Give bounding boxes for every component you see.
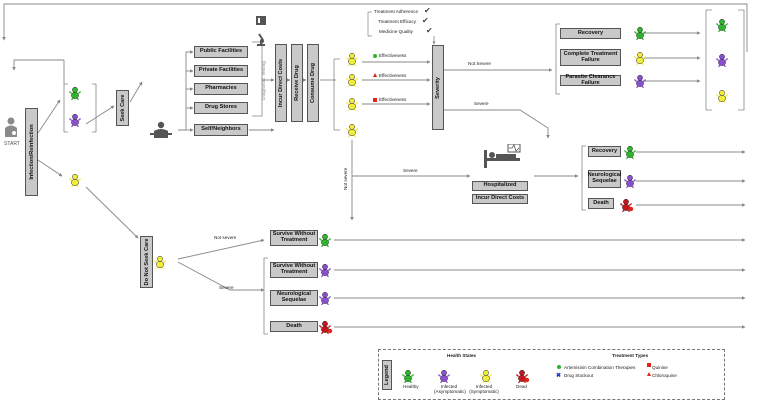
hospitalized-box: Hospitalized — [472, 181, 528, 191]
outcome-recovery: Recovery — [560, 28, 621, 39]
dead-baby-icon — [619, 198, 634, 213]
facility-private: Private Facilities — [194, 65, 248, 77]
symptomatic-baby-icon — [345, 73, 359, 88]
seek-care-box: Seek Care — [116, 90, 129, 126]
legend-stockout-icon: ✖ — [556, 373, 562, 379]
severe-lower-label: Severe — [219, 285, 234, 290]
asymptomatic-baby-icon — [715, 53, 729, 68]
facility-drug-stores: Drug Stores — [194, 102, 248, 114]
not-severe-lower-label: Not severe — [214, 235, 237, 240]
effectiveness-label-1: Effectiveness — [379, 53, 407, 58]
act-dot-icon — [373, 54, 377, 58]
healthy-baby-icon — [715, 18, 729, 33]
healthy-baby-icon — [401, 369, 415, 384]
healthy-baby-icon — [623, 145, 637, 160]
legend-act: Artemisinin Combination Therapies — [564, 365, 636, 370]
not-severe-label: Not Severe — [468, 61, 491, 66]
symptomatic-baby-icon — [715, 89, 729, 104]
healthy-baby-icon — [318, 233, 332, 248]
healthy-baby-icon — [68, 86, 82, 101]
dead-baby-icon — [515, 369, 530, 384]
facility-pharmacies: Pharmacies — [194, 83, 248, 95]
symptomatic-baby-icon — [479, 369, 493, 384]
symptomatic-baby-icon — [633, 51, 647, 66]
consume-drug-box: Consume Drug — [307, 44, 319, 122]
infection-reinfection-box: Infection/Reinfection — [25, 108, 38, 196]
start-person-icon — [3, 117, 19, 139]
legend-quinine: Quinine — [652, 365, 668, 370]
legend-healthy: Healthy — [403, 384, 419, 389]
outcome-parasite-clearance-failure: Parasite Clearance Failure — [560, 74, 621, 86]
hosp-outcome-neuro: Neurological Sequelae — [588, 170, 621, 188]
chloroquine-triangle-icon — [373, 73, 377, 77]
healthy-baby-icon — [633, 26, 647, 41]
asymptomatic-baby-icon — [318, 263, 332, 278]
symptomatic-baby-icon — [345, 123, 359, 138]
severe-hospital-label: Severe — [403, 168, 418, 173]
hosp-outcome-recovery: Recovery — [588, 146, 621, 157]
symptomatic-baby-icon — [345, 97, 359, 112]
legend: Legend Health States Healthy Infected (A… — [378, 349, 725, 400]
asymptomatic-baby-icon — [437, 369, 451, 384]
legend-dead: Dead — [516, 384, 527, 389]
asymptomatic-baby-icon — [318, 291, 332, 306]
hosp-outcome-death: Death — [588, 198, 614, 209]
legend-asymptomatic: Infected (Asymptomatic) — [434, 384, 466, 394]
hospital-bed-icon — [482, 143, 524, 170]
doctor-icon — [150, 121, 172, 139]
hospital-incur-direct-costs: Incur Direct Costs — [472, 194, 528, 204]
outcome-complete-treatment-failure: Complete Treatment Failure — [560, 49, 621, 66]
legend-stockout: Drug Stockout — [564, 373, 594, 378]
no-care-outcome-survive: Survive Without Treatment — [270, 262, 318, 278]
no-care-outcome-neuro: Neurological Sequelae — [270, 290, 318, 306]
legend-symptomatic: Infected (Symptomatic) — [469, 384, 499, 394]
facility-self-neighbors: Self/Neighbors — [194, 124, 248, 136]
quality-item-efficacy: Treatment Efficacy — [378, 19, 417, 24]
facility-public: Public Facilities — [194, 46, 248, 58]
legend-title-box: Legend — [382, 360, 392, 390]
symptomatic-baby-icon — [345, 52, 359, 67]
effectiveness-label-2: Effectiveness — [379, 73, 407, 78]
receive-drug-box: Receive Drug — [291, 44, 303, 122]
treatment-types-title: Treatment Types — [612, 353, 649, 358]
check-icon: ✔ — [424, 6, 431, 15]
dead-baby-icon — [318, 320, 333, 335]
health-states-title: Health States — [447, 353, 477, 358]
survive-without-treatment-box: Survive Without Treatment — [270, 230, 318, 246]
symptomatic-baby-icon — [68, 173, 82, 188]
check-icon: ✔ — [422, 16, 429, 25]
legend-act-icon — [557, 365, 561, 369]
asymptomatic-baby-icon — [68, 113, 82, 128]
symptomatic-baby-icon — [153, 255, 167, 270]
severity-box: Severity — [432, 45, 444, 130]
quinine-square-icon — [373, 98, 377, 102]
effectiveness-label-3: Effectiveness — [379, 97, 407, 102]
do-not-seek-care-box: Do Not Seek Care — [140, 236, 153, 288]
severe-label: Severe — [474, 101, 489, 106]
microscope-icon — [254, 32, 267, 46]
legend-chloroquine-icon — [647, 372, 651, 376]
quality-item-adherence: Treatment Adherence — [374, 9, 419, 14]
quality-item-medicine: Medicine Quality — [379, 29, 413, 34]
check-icon: ✔ — [426, 26, 433, 35]
test-tube-icon — [255, 14, 267, 26]
legend-quinine-icon — [647, 363, 651, 367]
incur-direct-costs-box: Incur Direct Costs — [275, 44, 287, 122]
no-care-outcome-death: Death — [270, 321, 318, 332]
asymptomatic-baby-icon — [633, 74, 647, 89]
legend-chloroquine: Chloroquine — [652, 373, 677, 378]
start-label: START — [4, 141, 20, 147]
asymptomatic-baby-icon — [623, 174, 637, 189]
